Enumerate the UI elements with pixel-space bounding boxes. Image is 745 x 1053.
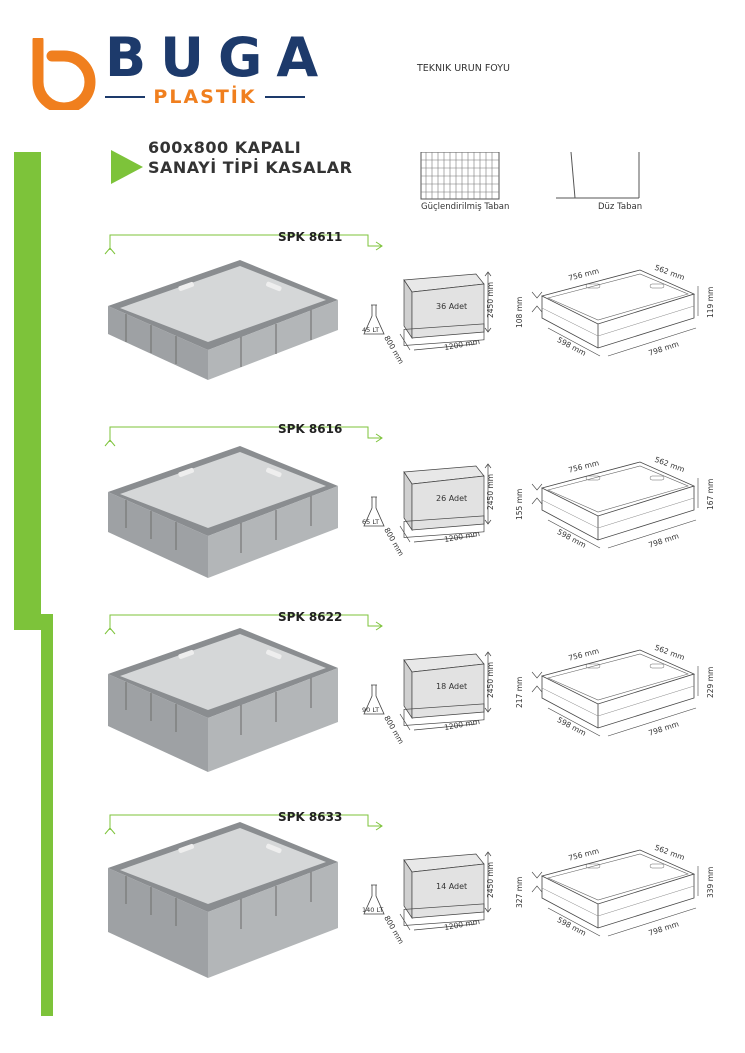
units-per-pallet: 36 Adet — [436, 302, 468, 311]
flat-base-icon — [556, 152, 640, 199]
volume-flask-icon — [363, 304, 385, 335]
side-accent-bar — [14, 152, 41, 614]
crate-technical-drawing — [531, 849, 699, 937]
heading-arrow-icon — [111, 150, 143, 184]
crate-technical-drawing — [531, 269, 699, 357]
pallet-height: 2450 mm — [486, 661, 495, 698]
section-connector — [104, 614, 383, 635]
brand-name: BUGA — [105, 26, 333, 89]
crate-technical-drawing — [531, 649, 699, 737]
pallet-height: 2450 mm — [486, 281, 495, 318]
outer-height: 339 mm — [706, 866, 715, 898]
heading-line-2: SANAYİ TİPİ KASALAR — [148, 158, 353, 177]
side-bar-joint — [14, 600, 53, 630]
pallet-stack-diagram — [399, 463, 492, 543]
section-connector — [104, 234, 383, 255]
crate-image — [108, 822, 338, 978]
pallet-stack-diagram — [399, 271, 492, 351]
product-sku: SPK 8616 — [278, 422, 343, 436]
pallet-height: 2450 mm — [486, 861, 495, 898]
product-section: SPK 8622 90 LT — [0, 610, 745, 802]
flat-base-label: Düz Taban — [598, 202, 643, 212]
pallet-stack-diagram — [399, 851, 492, 931]
brand-logo-icon — [32, 38, 96, 110]
page-heading: 600x800 KAPALI SANAYİ TİPİ KASALAR — [148, 138, 353, 178]
brand-sub-text: PLASTİK — [153, 86, 257, 108]
product-volume: 45 LT — [362, 326, 380, 334]
document-type: TEKNIK URUN FOYU — [417, 63, 511, 74]
inner-height: 327 mm — [515, 876, 524, 908]
inner-height: 108 mm — [515, 296, 524, 328]
volume-flask-icon — [363, 884, 385, 915]
units-per-pallet: 26 Adet — [436, 494, 468, 503]
section-connector — [104, 426, 383, 447]
product-volume: 65 LT — [362, 518, 380, 526]
product-volume: 140 LT — [362, 906, 384, 914]
pallet-stack-diagram — [399, 651, 492, 731]
inner-height: 155 mm — [515, 488, 524, 520]
product-section: SPK 8616 65 LT — [0, 422, 745, 614]
units-per-pallet: 18 Adet — [436, 682, 468, 691]
heading-line-1: 600x800 KAPALI — [148, 138, 302, 157]
volume-flask-icon — [363, 496, 385, 527]
reinforced-base-icon — [420, 152, 500, 200]
outer-height: 167 mm — [706, 478, 715, 510]
brand-subtitle: PLASTİK — [105, 86, 305, 108]
units-per-pallet: 14 Adet — [436, 882, 468, 891]
inner-height: 217 mm — [515, 676, 524, 708]
product-section: SPK 8633 140 LT — [0, 810, 745, 1002]
side-accent-bar-lower — [41, 614, 53, 1016]
product-sku: SPK 8611 — [278, 230, 343, 244]
outer-height: 229 mm — [706, 666, 715, 698]
product-sku: SPK 8633 — [278, 810, 343, 824]
crate-image — [108, 446, 338, 578]
crate-image — [108, 260, 338, 380]
product-sku: SPK 8622 — [278, 610, 343, 624]
reinforced-base-label: Güçlendirilmiş Taban — [421, 202, 510, 212]
pallet-height: 2450 mm — [486, 473, 495, 510]
crate-image — [108, 628, 338, 772]
product-volume: 90 LT — [362, 706, 380, 714]
product-section: SPK 8611 45 LT — [0, 230, 745, 422]
section-connector — [104, 814, 383, 835]
volume-flask-icon — [363, 684, 385, 715]
crate-technical-drawing — [531, 461, 699, 549]
outer-height: 119 mm — [706, 286, 715, 318]
